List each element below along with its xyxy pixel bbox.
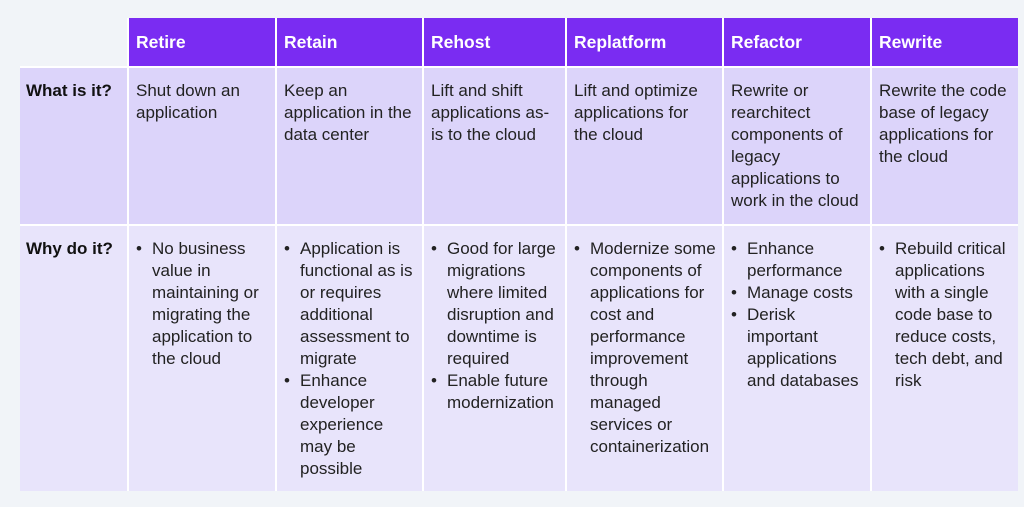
- list-item: No business value in maintaining or migr…: [136, 238, 271, 370]
- column-header-retain: Retain: [277, 18, 422, 66]
- column-header-retire: Retire: [129, 18, 275, 66]
- list-item: Enhance developer experience may be poss…: [284, 370, 418, 480]
- what-cell-rehost: Lift and shift applications as-is to the…: [424, 68, 565, 224]
- column-header-rehost: Rehost: [424, 18, 565, 66]
- row-header-why: Why do it?: [20, 226, 127, 491]
- column-header-rewrite: Rewrite: [872, 18, 1018, 66]
- table-corner: [20, 18, 127, 66]
- migration-strategies-table: Retire Retain Rehost Replatform Refactor…: [20, 18, 1018, 491]
- row-header-what: What is it?: [20, 68, 127, 224]
- why-cell-retain: Application is functional as is or requi…: [277, 226, 422, 491]
- list-item: Manage costs: [731, 282, 866, 304]
- list-item: Rebuild critical applications with a sin…: [879, 238, 1014, 392]
- what-cell-retire: Shut down an application: [129, 68, 275, 224]
- what-cell-replatform: Lift and optimize applications for the c…: [567, 68, 722, 224]
- list-item: Modernize some components of application…: [574, 238, 718, 458]
- list-item: Enable future modernization: [431, 370, 561, 414]
- list-item: Derisk important applications and databa…: [731, 304, 866, 392]
- what-cell-retain: Keep an application in the data center: [277, 68, 422, 224]
- list-item: Application is functional as is or requi…: [284, 238, 418, 370]
- why-cell-refactor: Enhance performance Manage costs Derisk …: [724, 226, 870, 491]
- why-cell-retire: No business value in maintaining or migr…: [129, 226, 275, 491]
- what-cell-refactor: Rewrite or rearchitect components of leg…: [724, 68, 870, 224]
- why-cell-rehost: Good for large migrations where limited …: [424, 226, 565, 491]
- why-cell-replatform: Modernize some components of application…: [567, 226, 722, 491]
- list-item: Good for large migrations where limited …: [431, 238, 561, 370]
- column-header-replatform: Replatform: [567, 18, 722, 66]
- column-header-refactor: Refactor: [724, 18, 870, 66]
- list-item: Enhance performance: [731, 238, 866, 282]
- what-cell-rewrite: Rewrite the code base of legacy applicat…: [872, 68, 1018, 224]
- why-cell-rewrite: Rebuild critical applications with a sin…: [872, 226, 1018, 491]
